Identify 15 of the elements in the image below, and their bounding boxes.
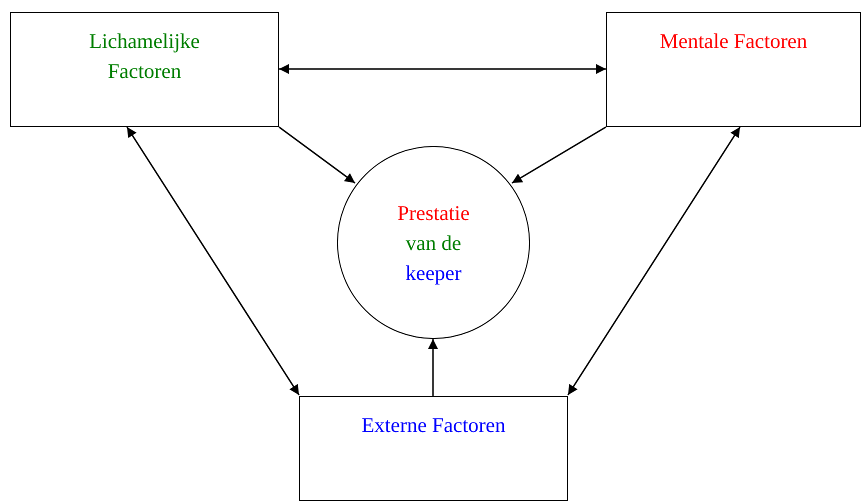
- arrow: [278, 126, 356, 184]
- arrow: [428, 339, 438, 396]
- arrow: [512, 126, 606, 184]
- arrow: [279, 64, 606, 74]
- node-label: Externe Factoren: [361, 412, 506, 439]
- node-label: Lichamelijke Factoren: [88, 28, 201, 85]
- process-box: [10, 12, 279, 127]
- arrow: [126, 126, 300, 396]
- process-box: [299, 396, 568, 501]
- node-label: keeper: [406, 260, 462, 286]
- node-label: Prestatie: [397, 200, 470, 226]
- node-label: van de: [406, 230, 462, 256]
- node-label: Mentale Factoren: [660, 28, 808, 55]
- process-box: [606, 12, 861, 127]
- arrow: [567, 126, 741, 396]
